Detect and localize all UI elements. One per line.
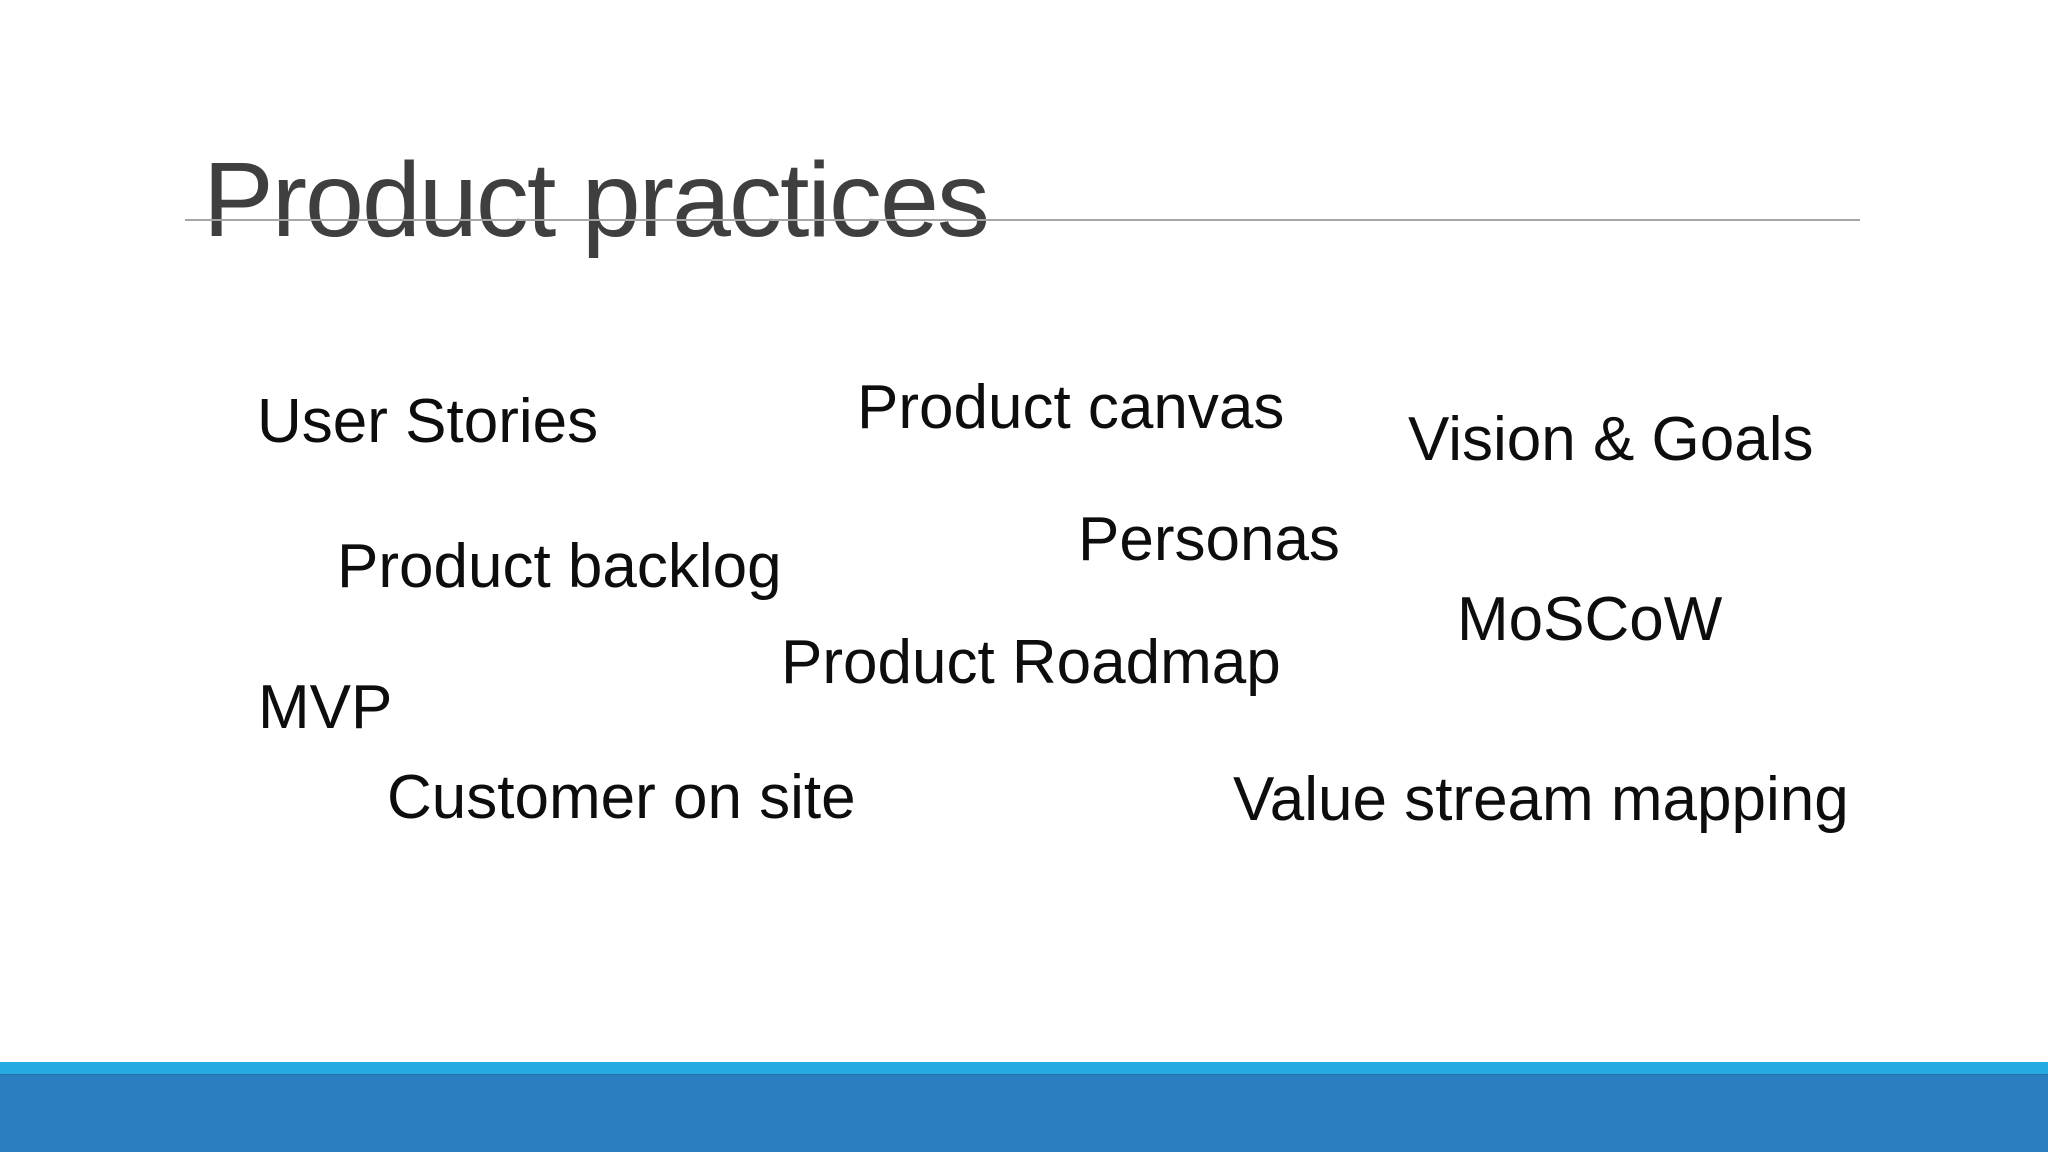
slide-title: Product practices [203, 141, 990, 260]
term-customer-on-site: Customer on site [387, 763, 856, 832]
term-product-backlog: Product backlog [337, 532, 782, 601]
term-user-stories: User Stories [257, 387, 599, 456]
term-product-roadmap: Product Roadmap [781, 628, 1281, 697]
term-mvp: MVP [258, 673, 393, 742]
term-vision-and-goals: Vision & Goals [1408, 405, 1814, 474]
title-underline-rule [185, 219, 1860, 221]
footer-accent-stripe [0, 1062, 2048, 1074]
term-value-stream-mapping: Value stream mapping [1233, 765, 1849, 834]
footer-bar [0, 1074, 2048, 1152]
term-product-canvas: Product canvas [857, 373, 1285, 442]
term-personas: Personas [1078, 505, 1340, 574]
term-moscow: MoSCoW [1457, 585, 1723, 654]
